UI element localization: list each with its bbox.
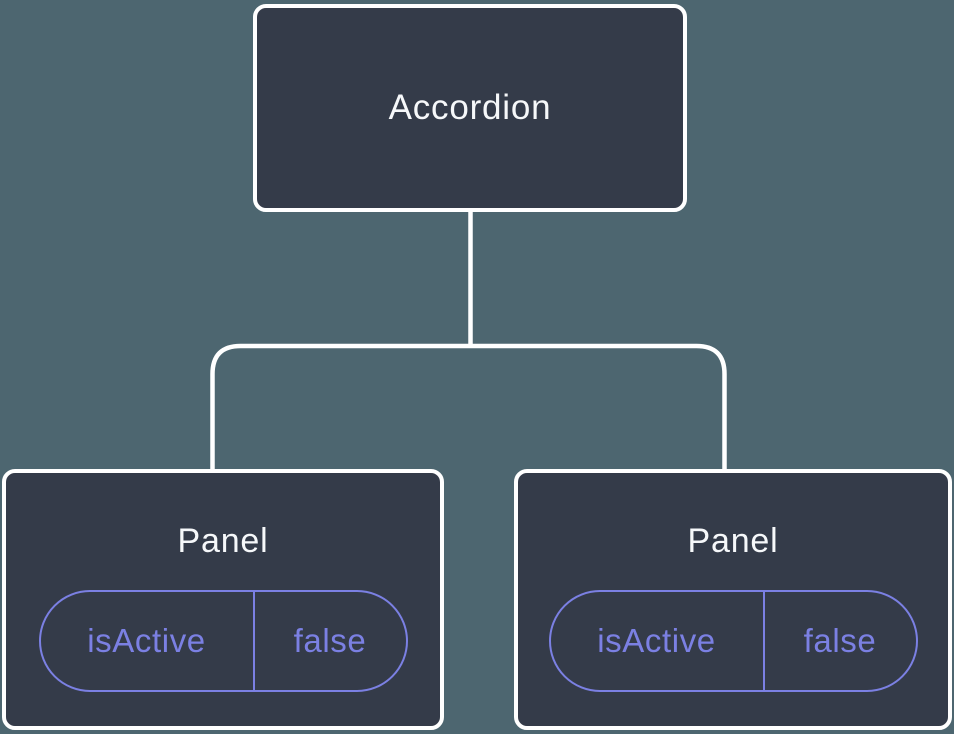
state-value-label: false [293, 622, 367, 659]
accordion-node-label: Accordion [388, 88, 552, 127]
branch-bracket-line [210, 343, 727, 470]
panel-node-right: Panel isActive false [514, 469, 952, 730]
state-pill: isActive false [548, 590, 918, 692]
state-key-label: isActive [41, 592, 255, 690]
panel-node-label: Panel [687, 522, 779, 560]
state-value-label: false [803, 622, 877, 659]
accordion-node: Accordion [253, 4, 687, 212]
panel-node-label: Panel [177, 522, 269, 560]
state-pill: isActive false [38, 590, 408, 692]
panel-node-left: Panel isActive false [2, 469, 444, 730]
state-key-label: isActive [551, 592, 765, 690]
